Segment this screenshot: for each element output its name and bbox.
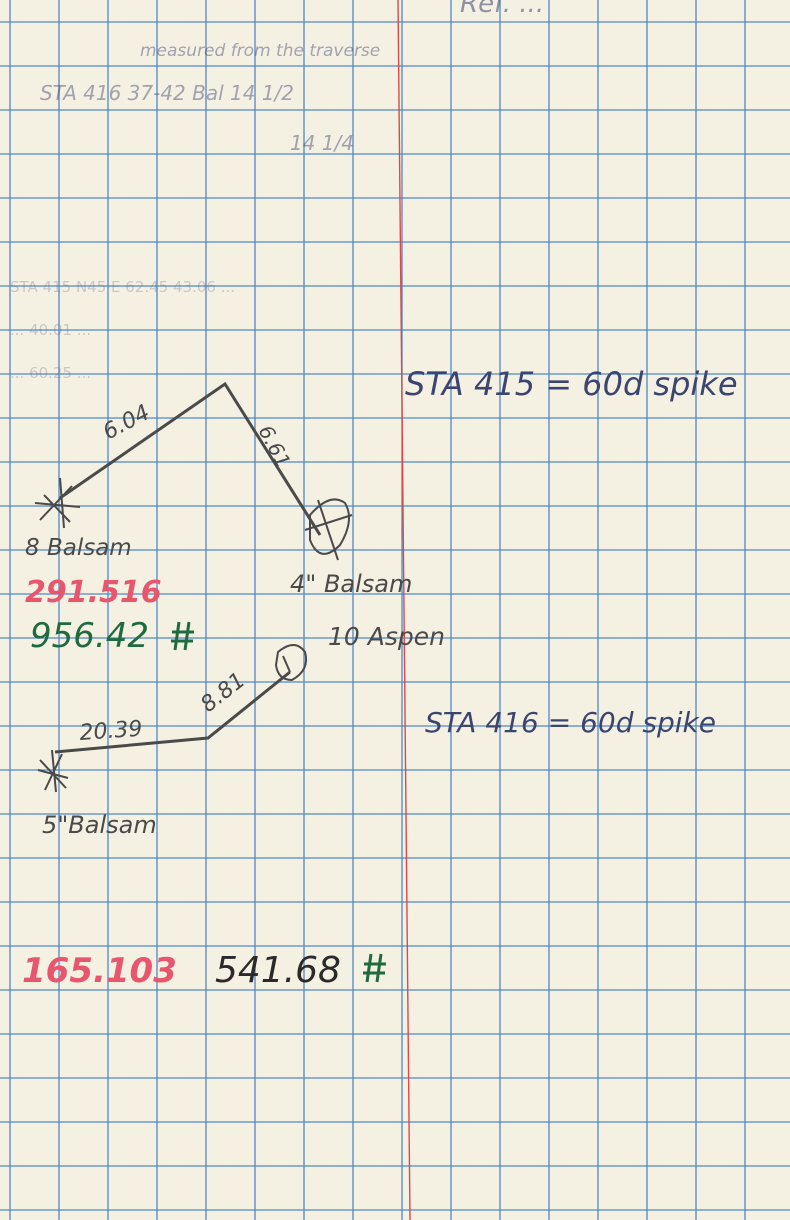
margin-line [397, 0, 411, 1220]
header-partial: Ref. ... [460, 0, 544, 19]
header-line-3: 14 1/4 [290, 131, 354, 155]
tree-symbol-right-2 [274, 644, 308, 682]
tree-label-right-1: 4" Balsam [290, 570, 412, 598]
tree-symbol-left-2 [37, 749, 69, 793]
area-green-2: 541.68 [215, 950, 341, 991]
tree-symbol-right-1 [304, 498, 353, 561]
tree-label-left-2: 5"Balsam [42, 811, 157, 839]
bleed-line-2: ... 40.01 ... [10, 321, 91, 339]
header-line-2: STA 416 37-42 Bal 14 1/2 [40, 81, 294, 105]
acres-icon-1 [171, 621, 194, 651]
tree-label-right-2: 10 Aspen [328, 622, 445, 651]
station-note-1: STA 415 = 60d spike [405, 365, 738, 403]
sketch-2: 20.39 8.81 10 Aspen 5"Balsam STA 416 = 6… [22, 622, 716, 991]
grid-horizontal-lines [0, 21, 790, 1211]
tree-symbol-left-1 [34, 477, 81, 529]
distance-label-b-1: 6.61 [254, 421, 296, 472]
bleed-line-3: ... 60.25 ... [10, 364, 91, 382]
station-note-2: STA 416 = 60d spike [425, 706, 716, 739]
bleed-line-1: STA 415 N45 E 62.45 43.06 ... [10, 278, 235, 296]
sketch-1: 6.04 6.61 8 Balsam 4" Balsam 291.516 956… [25, 365, 738, 656]
traverse-line-1 [59, 381, 322, 536]
grid-vertical-lines [9, 0, 746, 1220]
acres-icon-2 [363, 953, 386, 983]
tree-label-left-1: 8 Balsam [25, 535, 132, 561]
header-line-1: measured from the traverse [140, 41, 380, 61]
area-red-2: 165.103 [22, 951, 177, 991]
area-green-1: 956.42 [30, 616, 149, 656]
area-red-1: 291.516 [25, 575, 162, 610]
distance-label-a-2: 20.39 [79, 717, 144, 746]
traverse-line-2 [54, 670, 291, 754]
